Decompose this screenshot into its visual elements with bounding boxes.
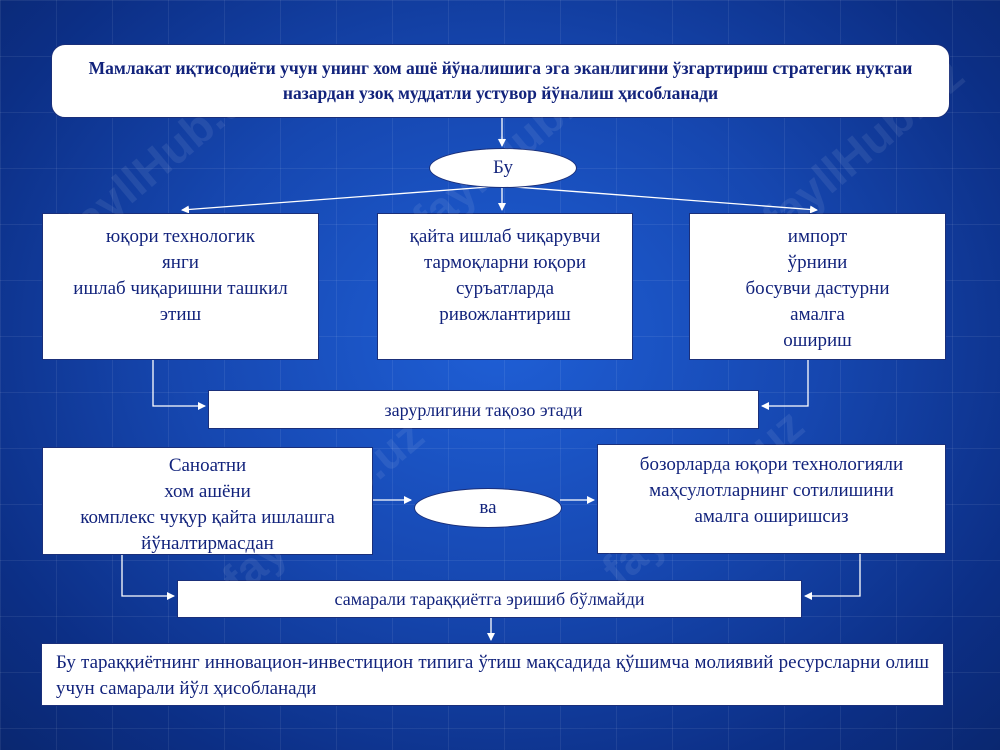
arrow-right-to-requires bbox=[761, 360, 809, 410]
va-label: ва bbox=[479, 497, 497, 518]
bu-label: Бу bbox=[493, 157, 513, 178]
arrow-market-to-noprogress bbox=[804, 554, 861, 600]
requires-text: зарурлигини тақозо этади bbox=[384, 399, 583, 420]
arrow-bu-to-right bbox=[501, 185, 818, 214]
top-statement-box: Мамлакат иқтисодиёти учун унинг хом ашё … bbox=[51, 44, 950, 118]
requires-bar: зарурлигини тақозо этади bbox=[208, 390, 759, 429]
high-tech-production-box: юқори технологик янги ишлаб чиқаришни та… bbox=[42, 213, 319, 360]
import-substitution-text: импорт ўрнини босувчи дастурни амалга ош… bbox=[745, 226, 890, 351]
arrow-rawmaterials-to-noprogress bbox=[121, 555, 175, 600]
processing-industries-text: қайта ишлаб чиқарувчи тармоқларни юқори … bbox=[409, 226, 601, 325]
raw-materials-box: Саноатни хом ашёни комплекс чуқур қайта … bbox=[42, 447, 373, 555]
raw-materials-text: Саноатни хом ашёни комплекс чуқур қайта … bbox=[80, 455, 335, 554]
bottom-statement-box: Бу тараққиётнинг инновацион-инвестицион … bbox=[41, 643, 944, 706]
arrow-bu-to-left bbox=[181, 185, 503, 214]
market-box: бозорларда юқори технологияли маҳсулотла… bbox=[597, 444, 946, 554]
market-text: бозорларда юқори технологияли маҳсулотла… bbox=[639, 454, 904, 527]
high-tech-production-text: юқори технологик янги ишлаб чиқаришни та… bbox=[73, 226, 288, 325]
top-statement-text: Мамлакат иқтисодиёти учун унинг хом ашё … bbox=[88, 58, 913, 103]
no-progress-bar: самарали тараққиётга эришиб бўлмайди bbox=[177, 580, 802, 618]
import-substitution-box: импорт ўрнини босувчи дастурни амалга ош… bbox=[689, 213, 946, 360]
va-ellipse: ва bbox=[414, 488, 562, 528]
arrow-left-to-requires bbox=[152, 360, 206, 410]
processing-industries-box: қайта ишлаб чиқарувчи тармоқларни юқори … bbox=[377, 213, 633, 360]
bu-ellipse: Бу bbox=[429, 148, 577, 188]
bottom-statement-text: Бу тараққиётнинг инновацион-инвестицион … bbox=[56, 652, 929, 699]
no-progress-text: самарали тараққиётга эришиб бўлмайди bbox=[334, 589, 645, 609]
